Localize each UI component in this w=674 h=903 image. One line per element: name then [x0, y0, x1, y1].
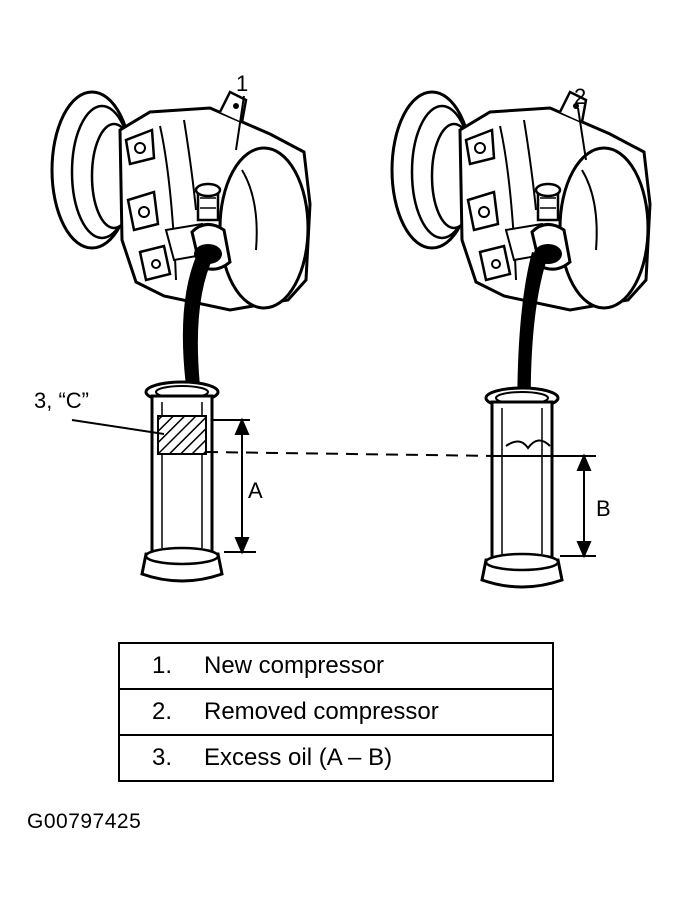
callout-3-c: 3, “C” [34, 388, 89, 413]
dimension-a [212, 417, 256, 555]
excess-oil-c [157, 415, 207, 455]
callout-a: A [248, 478, 263, 503]
legend-row: 1. New compressor [118, 642, 554, 690]
legend-number: 1. [151, 652, 172, 679]
removed-compressor-illustration [390, 90, 652, 312]
callout-b: B [596, 496, 611, 521]
leader-2 [577, 107, 587, 161]
oil-stream-left [182, 252, 214, 386]
legend-number: 2. [151, 698, 172, 725]
legend-row: 3. Excess oil (A – B) [118, 734, 554, 782]
legend-text: New compressor [204, 652, 385, 679]
legend-text: Excess oil (A – B) [204, 744, 393, 771]
callout-1: 1 [236, 71, 249, 96]
legend-row: 2. Removed compressor [118, 688, 554, 736]
callout-2: 2 [574, 84, 587, 109]
figure-code: G00797425 [27, 810, 142, 833]
dimension-b [552, 453, 596, 559]
oil-level-reference-line [205, 451, 499, 457]
compressor-oil-diagram [50, 90, 652, 589]
legend-table: 1. New compressor 2. Removed compressor 3.… [118, 642, 554, 782]
new-compressor-illustration [50, 90, 312, 312]
leader-3 [71, 419, 165, 435]
cylinder-new-compressor [140, 380, 224, 583]
legend-text: Removed compressor [204, 698, 439, 725]
leader-1 [235, 95, 245, 151]
cylinder-removed-compressor [480, 386, 564, 589]
legend-number: 3. [151, 744, 172, 771]
